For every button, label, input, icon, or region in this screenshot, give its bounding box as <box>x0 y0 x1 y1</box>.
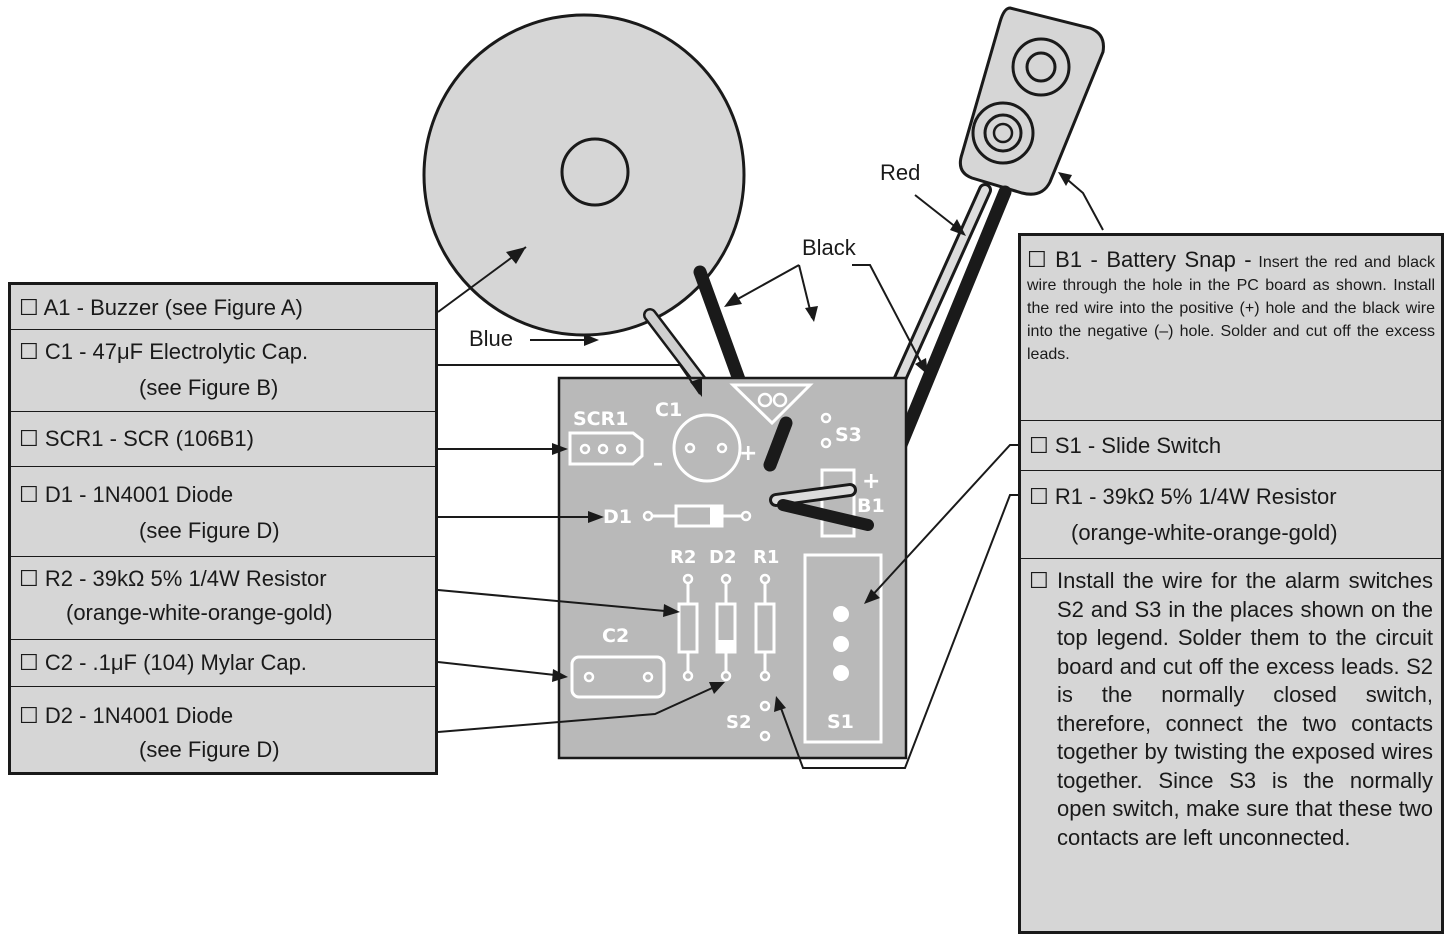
part-d2-note: (see Figure D) <box>139 737 280 762</box>
part-row-s1: ☐ S1 - Slide Switch <box>1021 421 1441 471</box>
part-b1-text: ☐ B1 - Battery Snap - Insert the red and… <box>1027 248 1435 366</box>
part-s1-label: ☐ S1 - Slide Switch <box>1029 433 1222 458</box>
part-r2-note: (orange-white-orange-gold) <box>66 600 333 625</box>
part-d2-label: ☐ D2 - 1N4001 Diode <box>19 703 234 728</box>
pcb-label-c1-minus: – <box>653 451 663 475</box>
part-r1-note: (orange-white-orange-gold) <box>1071 520 1338 545</box>
part-d1-note: (see Figure D) <box>139 518 280 543</box>
part-row-r2: ☐ R2 - 39kΩ 5% 1/4W Resistor (orange-whi… <box>11 557 435 640</box>
part-row-c1: ☐ C1 - 47μF Electrolytic Cap. (see Figur… <box>11 330 435 412</box>
pcb-label-r2: R2 <box>670 547 696 568</box>
part-row-r1: ☐ R1 - 39kΩ 5% 1/4W Resistor (orange-whi… <box>1021 471 1441 559</box>
part-c2-label: ☐ C2 - .1μF (104) Mylar Cap. <box>19 650 307 675</box>
d2-footprint <box>715 573 737 682</box>
part-row-a1: ☐ A1 - Buzzer (see Figure A) <box>11 285 435 330</box>
a1-footprint <box>729 383 814 426</box>
part-row-scr1: ☐ SCR1 - SCR (106B1) <box>11 412 435 467</box>
part-c1-note: (see Figure B) <box>139 375 279 400</box>
part-row-install-switches: ☐ Install the wire for the alarm switche… <box>1021 559 1441 931</box>
pcb-label-d2: D2 <box>709 547 736 568</box>
pcb-label-b1-plus: + <box>862 469 880 494</box>
d1-footprint <box>642 504 752 528</box>
scr1-footprint <box>568 431 644 466</box>
wire-label-black: Black <box>802 235 857 260</box>
part-scr1-label: ☐ SCR1 - SCR (106B1) <box>19 426 254 451</box>
c2-footprint <box>570 655 666 699</box>
battery-snap <box>958 6 1105 196</box>
pcb-label-c2: C2 <box>602 625 629 647</box>
pcb-label-r1: R1 <box>753 547 779 568</box>
part-b1-label: ☐ B1 - Battery Snap - <box>1027 247 1252 272</box>
part-row-d1: ☐ D1 - 1N4001 Diode (see Figure D) <box>11 467 435 557</box>
s1-footprint <box>803 553 883 744</box>
part-b1-description: Insert the red and black wire through th… <box>1027 254 1435 363</box>
c1-footprint <box>672 413 742 483</box>
pc-board: SCR1 C1 – + S3 B1 + – D1 R2 D2 R1 C2 S2 … <box>557 376 908 760</box>
install-checkbox: ☐ <box>1029 568 1049 593</box>
right-parts-panel: ☐ B1 - Battery Snap - Insert the red and… <box>1018 233 1444 934</box>
pcb-label-b1: B1 <box>857 495 885 517</box>
pcb-label-s2: S2 <box>726 712 752 733</box>
r2-footprint <box>677 573 699 682</box>
wire-label-blue: Blue <box>469 326 513 351</box>
pcb-label-s1: S1 <box>827 711 854 733</box>
pcb-label-c1-plus: + <box>739 441 757 466</box>
wire-ends-on-board <box>763 416 874 531</box>
part-row-c2: ☐ C2 - .1μF (104) Mylar Cap. <box>11 640 435 687</box>
buzzer <box>422 13 746 337</box>
part-a1-label: ☐ A1 - Buzzer (see Figure A) <box>19 295 303 320</box>
install-instructions: Install the wire for the alarm switches … <box>1057 567 1433 852</box>
part-r1-label: ☐ R1 - 39kΩ 5% 1/4W Resistor <box>1029 484 1337 509</box>
b1-footprint <box>820 468 856 538</box>
pcb-label-s3: S3 <box>835 424 862 446</box>
pcb-label-c1: C1 <box>655 399 682 421</box>
part-row-b1: ☐ B1 - Battery Snap - Insert the red and… <box>1021 236 1441 421</box>
install-instructions-rest: switches S2 and S3 in the places shown o… <box>1057 568 1433 850</box>
part-r2-label: ☐ R2 - 39kΩ 5% 1/4W Resistor <box>19 566 327 591</box>
pcb-label-d1: D1 <box>603 506 632 528</box>
wire-label-red: Red <box>880 160 920 185</box>
part-row-d2: ☐ D2 - 1N4001 Diode (see Figure D) <box>11 687 435 772</box>
part-c1-label: ☐ C1 - 47μF Electrolytic Cap. <box>19 339 309 364</box>
r1-footprint <box>754 573 776 682</box>
arrowheads <box>506 172 1072 712</box>
left-parts-panel: ☐ A1 - Buzzer (see Figure A) ☐ C1 - 47μF… <box>8 282 438 775</box>
pcb-label-scr1: SCR1 <box>573 408 628 430</box>
part-d1-label: ☐ D1 - 1N4001 Diode <box>19 482 234 507</box>
install-instructions-first: Install the wire for the alarm <box>1057 568 1340 593</box>
